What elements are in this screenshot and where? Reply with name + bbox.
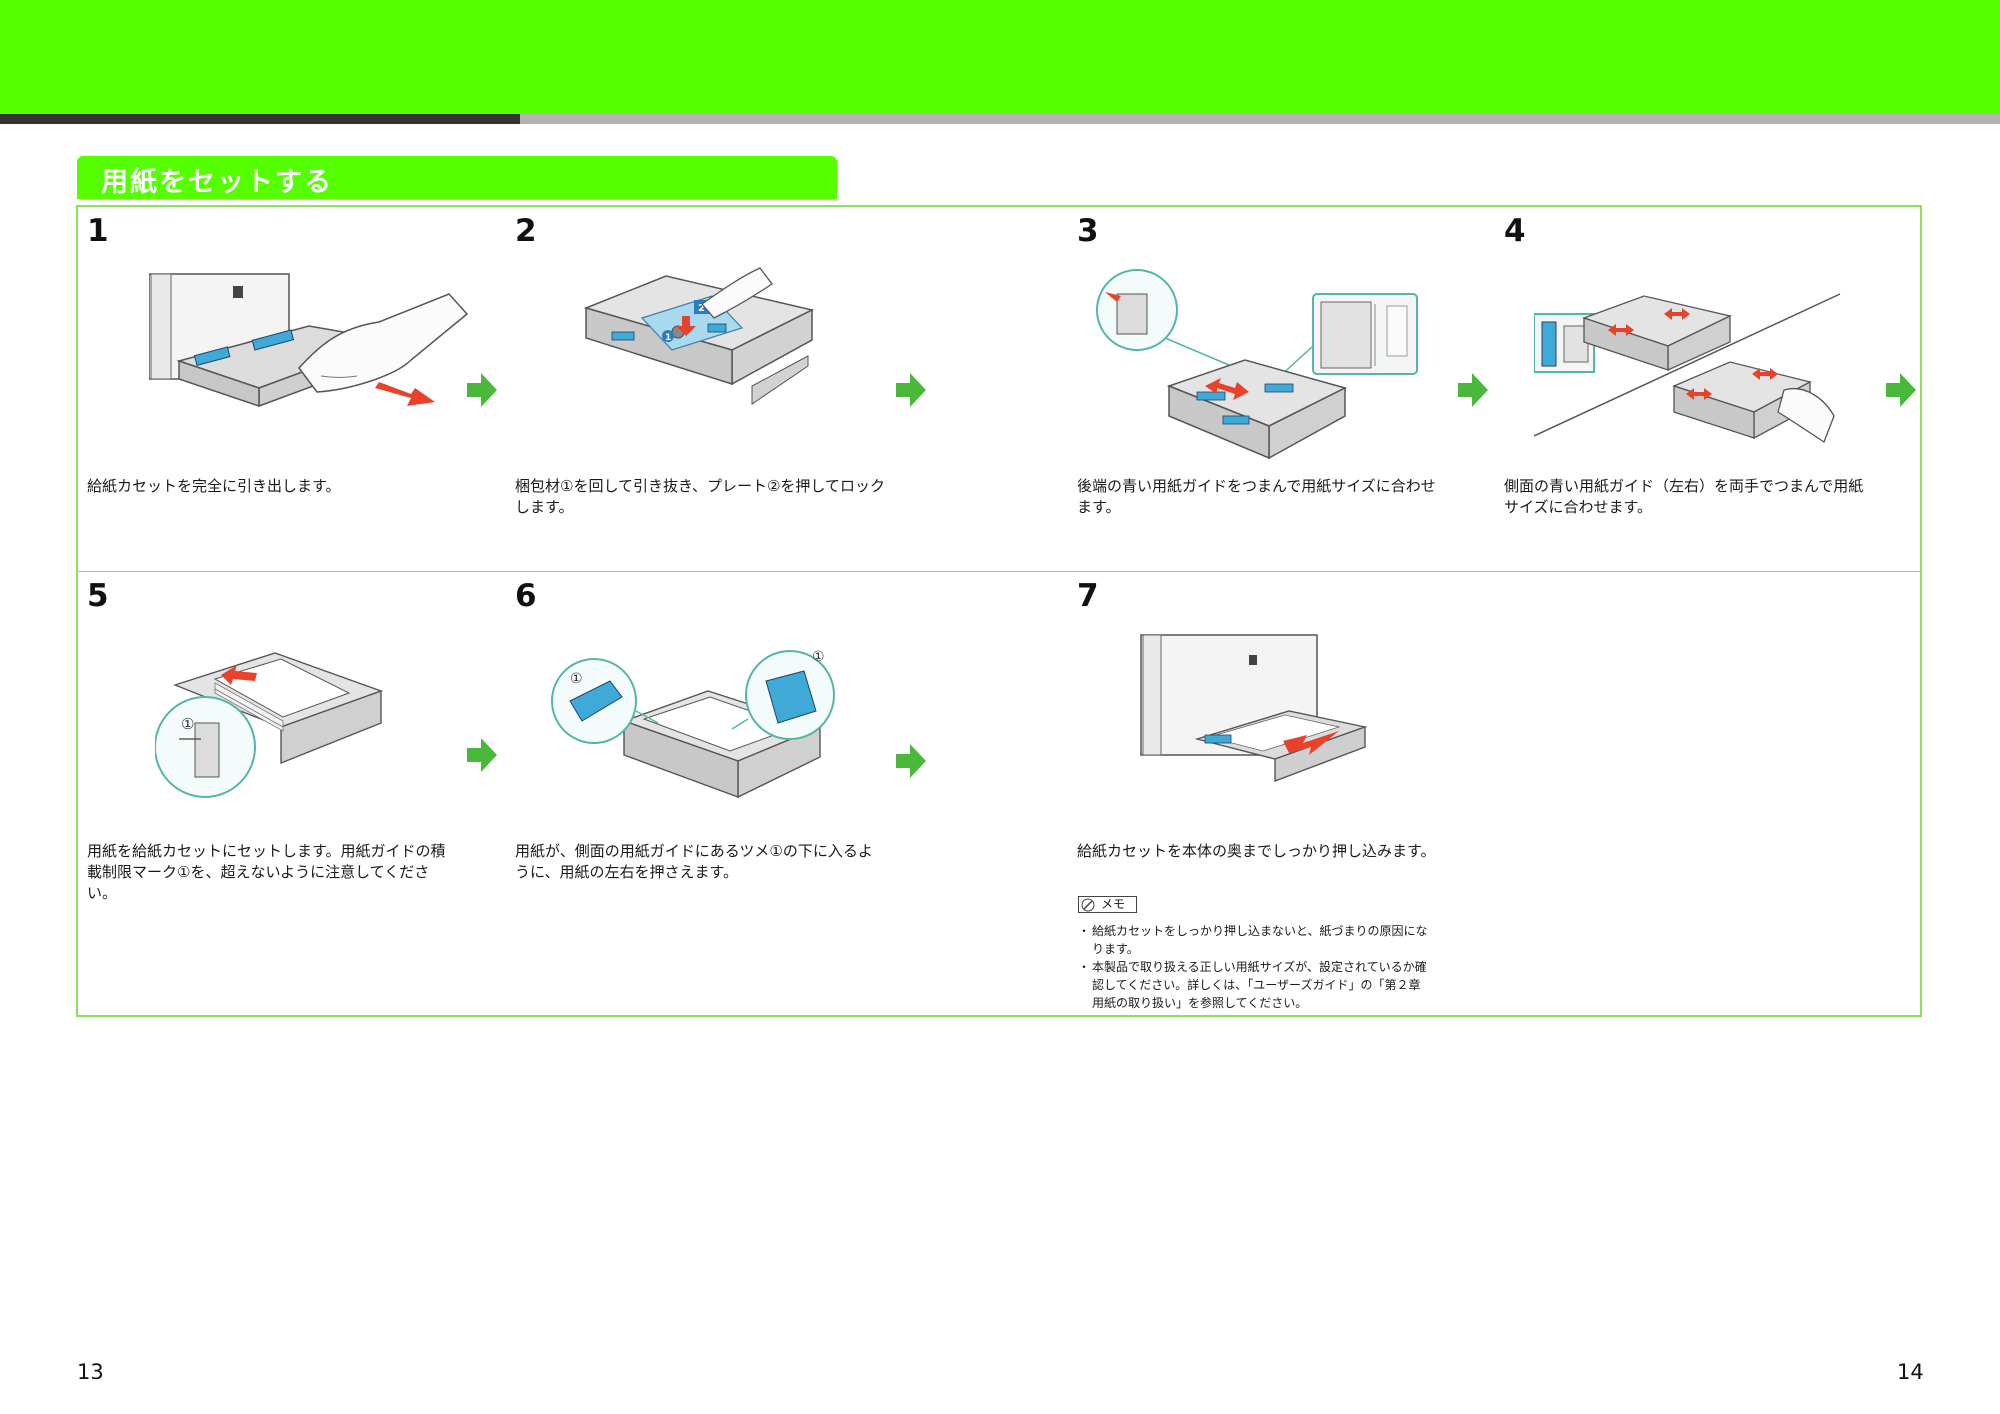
step-text: 用紙を給紙カセットにセットします。用紙ガイドの積載制限マーク①を、超えないように… [87, 842, 446, 902]
step-number: 7 [1077, 578, 1099, 614]
step-text: 用紙が、側面の用紙ガイドにあるツメ①の下に入るように、用紙の左右を押さえます。 [515, 842, 873, 881]
next-step-arrow-icon [1458, 373, 1488, 407]
step-3-illustration [1096, 269, 1418, 460]
step-number: 3 [1077, 213, 1099, 249]
callout-circled-1: ① [812, 649, 825, 665]
section-title: 用紙をセットする [101, 167, 333, 198]
step-number: 5 [87, 578, 109, 614]
step-7-illustration [1140, 634, 1368, 783]
next-step-arrow-icon [896, 373, 926, 407]
next-step-arrow-icon [467, 738, 497, 772]
step-text: 側面の青い用紙ガイド（左右）を両手でつまんで用紙サイズに合わせます。 [1504, 477, 1864, 516]
callout-filled-1: 1 [665, 333, 671, 343]
step-text: 後端の青い用紙ガイドをつまんで用紙サイズに合わせます。 [1077, 477, 1436, 516]
callout-filled-2: 2 [698, 303, 705, 314]
header-rule-dark [0, 114, 520, 124]
steps-frame [76, 205, 1922, 1017]
pencil-icon [1081, 898, 1095, 912]
step-text: 梱包材①を回して引き抜き、プレート②を押してロックします。 [515, 477, 885, 516]
memo-label: メモ [1101, 897, 1126, 911]
header-rule-grey [520, 114, 2000, 124]
section-tab: 用紙をセットする [77, 156, 837, 199]
step-number: 1 [87, 213, 109, 249]
row-divider [76, 571, 1922, 572]
page-number-left: 13 [77, 1360, 104, 1384]
step-4-illustration [1534, 293, 1841, 443]
next-step-arrow-icon [467, 373, 497, 407]
step-text: 給紙カセットを本体の奥までしっかり押し込みます。 [1077, 842, 1436, 860]
step-2-illustration: 1 2 [583, 267, 815, 405]
callout-circled-1: ① [570, 671, 583, 687]
step-6-illustration: ① ① [551, 649, 835, 799]
next-step-arrow-icon [896, 744, 926, 778]
memo-item-text: 本製品で取り扱える正しい用紙サイズが、設定されているか確認してください。詳しくは… [1092, 960, 1433, 1010]
page-number-right: 14 [1897, 1360, 1924, 1384]
memo-item-text: 給紙カセットをしっかり押し込まないと、紙づまりの原因になります。 [1092, 924, 1428, 956]
step-number: 2 [515, 213, 537, 249]
step-number: 4 [1504, 213, 1526, 249]
step-text: 給紙カセットを完全に引き出します。 [87, 477, 341, 495]
step-1-illustration [149, 273, 469, 408]
header-band [0, 0, 2000, 114]
step-number: 6 [515, 578, 537, 614]
memo-badge: メモ [1078, 896, 1137, 913]
memo-bullet: ・ [1078, 960, 1091, 974]
callout-circled-1: ① [181, 715, 194, 733]
memo-bullet: ・ [1078, 924, 1091, 938]
step-5-illustration: ① [155, 652, 384, 798]
next-step-arrow-icon [1886, 373, 1916, 407]
